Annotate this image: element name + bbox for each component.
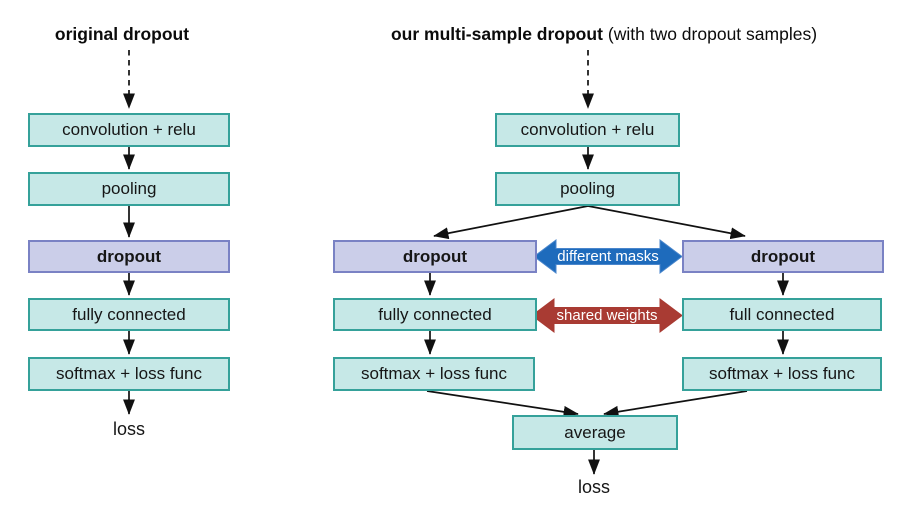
- node-branchL-dropout: dropout: [333, 240, 537, 273]
- edge-pool-dropout-left: [433, 205, 589, 240]
- right-title-note: (with two dropout samples): [607, 24, 818, 44]
- right-diagram-title: our multi-sample dropout(with two dropou…: [354, 24, 854, 45]
- node-branchL-fully-connected: fully connected: [333, 298, 537, 331]
- node-branchR-softmax-loss: softmax + loss func: [682, 357, 882, 391]
- edge-pool-dropout-right: [587, 205, 746, 240]
- node-left-softmax-loss: softmax + loss func: [28, 357, 230, 391]
- edge-softmaxR-average: [603, 390, 748, 418]
- node-branchL-softmax-loss: softmax + loss func: [333, 357, 535, 391]
- right-loss-label: loss: [577, 477, 610, 497]
- node-right-conv-relu: convolution + relu: [495, 113, 680, 147]
- node-left-conv-relu: convolution + relu: [28, 113, 230, 147]
- left-loss-label: loss: [112, 419, 145, 439]
- left-diagram-title: original dropout: [54, 24, 190, 44]
- shared-weights-label: shared weights: [556, 307, 658, 324]
- node-right-pooling: pooling: [495, 172, 680, 206]
- node-left-fully-connected: fully connected: [28, 298, 230, 331]
- right-title-bold: our multi-sample dropout: [390, 24, 603, 44]
- node-left-dropout: dropout: [28, 240, 230, 273]
- node-left-pooling: pooling: [28, 172, 230, 206]
- different-masks-label: different masks: [557, 248, 659, 265]
- node-average: average: [512, 415, 678, 450]
- node-branchR-full-connected: full connected: [682, 298, 882, 331]
- edge-softmaxL-average: [426, 390, 579, 418]
- node-branchR-dropout: dropout: [682, 240, 884, 273]
